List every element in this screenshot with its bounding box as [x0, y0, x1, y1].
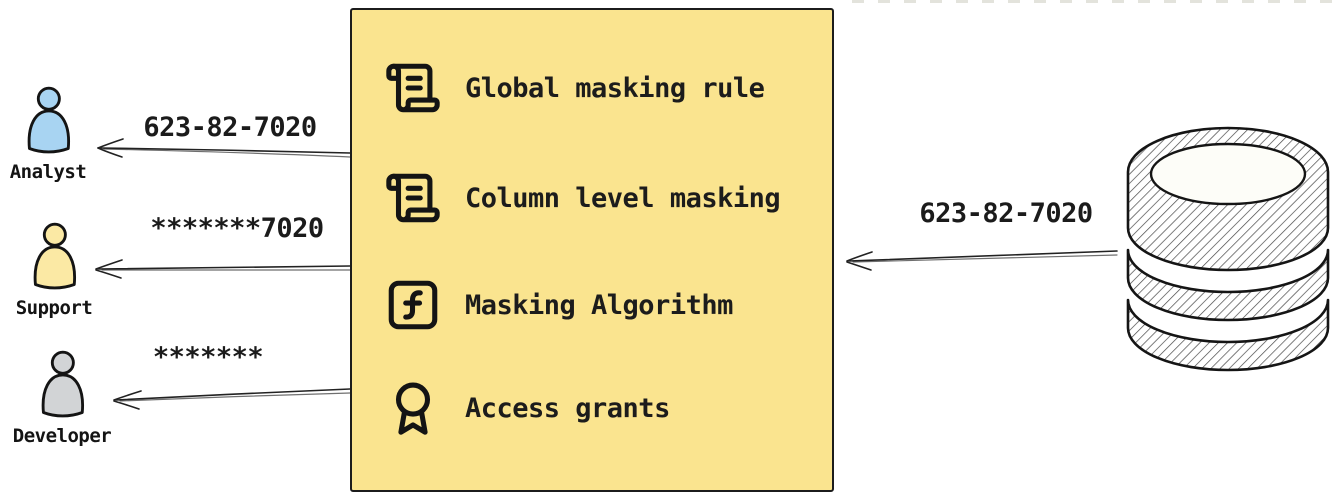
actor-analyst: Analyst — [0, 86, 96, 183]
masking-item-label: Masking Algorithm — [465, 289, 733, 321]
masking-box: Global masking rule Column level masking… — [350, 8, 834, 492]
actor-developer: Developer — [12, 350, 112, 447]
database-icon — [1126, 126, 1330, 372]
masking-item-algorithm: Masking Algorithm — [384, 275, 733, 335]
scroll-icon — [386, 63, 440, 113]
arrow-to-developer — [113, 388, 351, 410]
person-icon — [41, 350, 85, 418]
actor-label: Support — [15, 297, 93, 319]
flow-value-analyst: 623-82-7020 — [143, 112, 317, 143]
masking-item-global-rule: Global masking rule — [384, 58, 765, 118]
scroll-icon — [386, 173, 440, 223]
flow-value-database: 623-82-7020 — [919, 198, 1093, 229]
top-edge-artifact — [852, 0, 1340, 3]
person-icon — [33, 222, 77, 290]
actor-support: Support — [6, 222, 102, 319]
masking-item-label: Global masking rule — [465, 72, 765, 104]
flow-value-developer: ******* — [152, 342, 264, 373]
arrow-db-to-box — [846, 250, 1118, 271]
masking-item-label: Access grants — [465, 392, 670, 424]
person-icon — [27, 86, 71, 154]
masking-item-column-masking: Column level masking — [384, 168, 781, 228]
arrow-to-support — [95, 259, 351, 279]
masking-item-access-grants: Access grants — [384, 378, 670, 438]
flow-value-support: *******7020 — [150, 213, 324, 244]
function-icon — [388, 280, 438, 330]
award-icon — [395, 382, 431, 435]
masking-item-label: Column level masking — [465, 182, 781, 214]
actor-label: Analyst — [9, 161, 87, 183]
actor-label: Developer — [12, 425, 112, 447]
